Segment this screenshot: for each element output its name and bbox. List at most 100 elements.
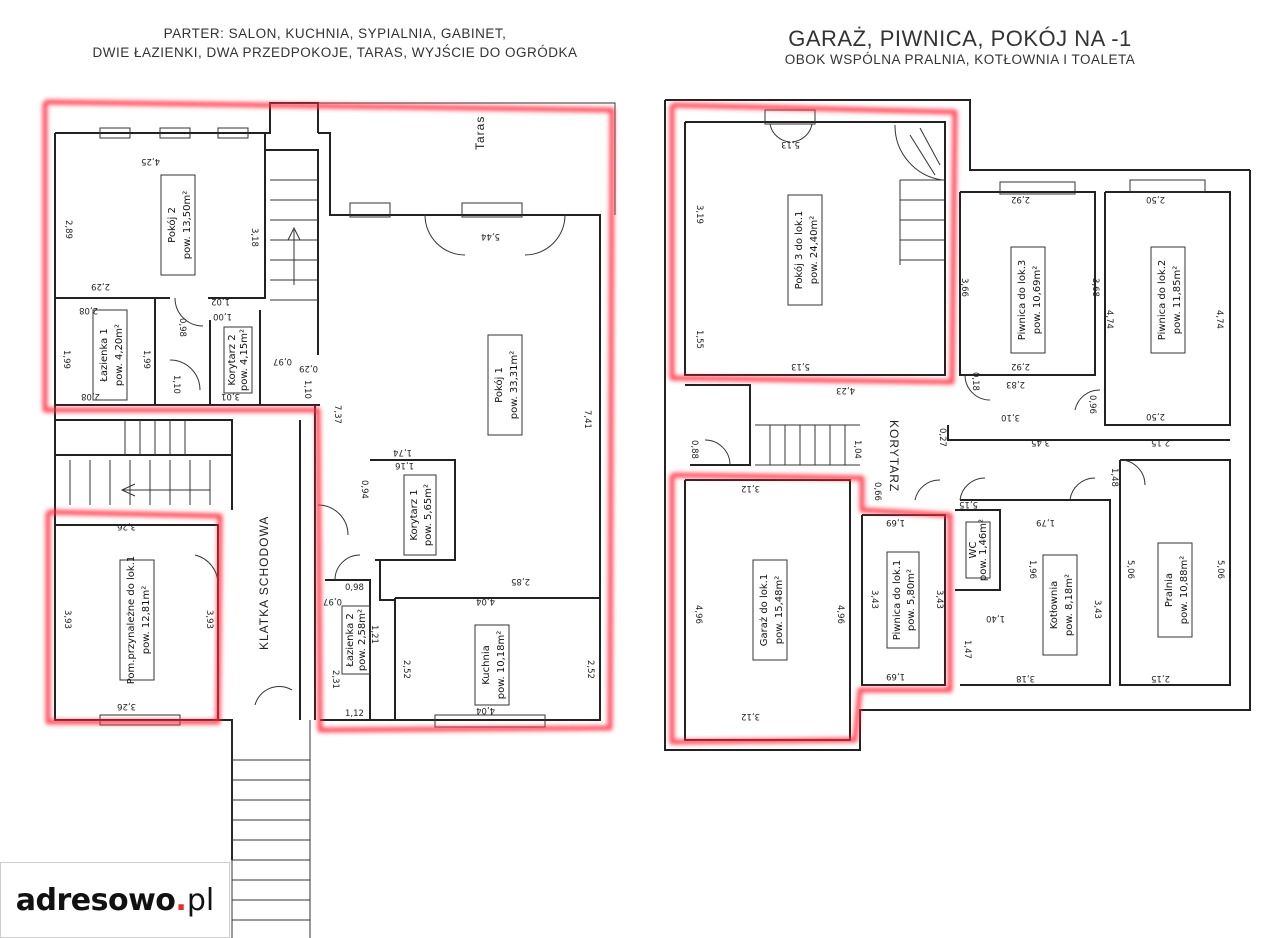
left-outer-wall-west bbox=[54, 133, 233, 860]
room-area: pow. 1,46m² bbox=[978, 519, 989, 581]
svg-text:1,00: 1,00 bbox=[213, 311, 232, 321]
svg-text:0,98: 0,98 bbox=[345, 583, 364, 593]
terrace-label: Taras bbox=[473, 116, 487, 150]
window bbox=[1129, 179, 1206, 193]
svg-text:3,18: 3,18 bbox=[249, 228, 259, 247]
door-swing bbox=[959, 477, 986, 501]
room-name: Pokój 1 bbox=[493, 367, 505, 403]
wall bbox=[684, 121, 946, 376]
room-area: pow. 8,18m² bbox=[1064, 574, 1075, 636]
svg-text:1,96: 1,96 bbox=[1027, 560, 1037, 579]
spiral-stairs bbox=[894, 124, 945, 265]
door-swing bbox=[317, 504, 349, 536]
right-outer-wall-north bbox=[665, 99, 1250, 171]
right-plan-title: GARAŻ, PIWNICA, POKÓJ NA -1 bbox=[788, 26, 1132, 51]
wall bbox=[947, 425, 1230, 441]
svg-text:4,23: 4,23 bbox=[836, 385, 855, 395]
door-swing bbox=[1074, 389, 1101, 411]
highlight-garage-storage bbox=[669, 472, 953, 745]
room-name: Pralnia bbox=[1164, 573, 1175, 607]
room-area: pow. 2,58m² bbox=[357, 609, 368, 671]
svg-text:2,08: 2,08 bbox=[81, 391, 100, 401]
room-piwnica-2: Piwnica do lok.2 pow. 11,85m² bbox=[1150, 246, 1186, 354]
room-lazienka-1: Łazienka 1 pow. 4,20m² bbox=[92, 309, 128, 401]
highlight-pokoj-3 bbox=[669, 102, 958, 385]
room-area: pow. 12,81m² bbox=[141, 586, 152, 654]
svg-text:5,06: 5,06 bbox=[1215, 560, 1225, 579]
wall bbox=[265, 149, 319, 355]
door-swing bbox=[964, 374, 991, 401]
door-swing bbox=[169, 359, 201, 391]
room-name: Łazienka 2 bbox=[345, 613, 356, 668]
entry-stairs bbox=[231, 686, 311, 938]
room-area: pow. 4,20m² bbox=[114, 324, 125, 386]
svg-text:3,66: 3,66 bbox=[959, 278, 969, 297]
svg-text:1,12: 1,12 bbox=[345, 709, 364, 719]
svg-text:5,13: 5,13 bbox=[791, 361, 810, 371]
room-area: pow. 5,65m² bbox=[423, 484, 434, 546]
highlight-ground-main bbox=[42, 99, 615, 733]
svg-text:0,66: 0,66 bbox=[872, 482, 882, 501]
svg-text:4,74: 4,74 bbox=[1214, 310, 1224, 329]
svg-text:3,26: 3,26 bbox=[117, 521, 136, 531]
door-swing bbox=[769, 123, 813, 143]
svg-text:2,92: 2,92 bbox=[1011, 361, 1030, 371]
svg-text:1,79: 1,79 bbox=[1036, 517, 1055, 527]
corridor-label: KORYTARZ bbox=[887, 420, 901, 492]
left-title-line1: PARTER: SALON, KUCHNIA, SYPIALNIA, GABIN… bbox=[163, 26, 507, 41]
svg-text:2,83: 2,83 bbox=[1006, 379, 1025, 389]
svg-text:1,99: 1,99 bbox=[141, 350, 151, 369]
svg-text:4,04: 4,04 bbox=[476, 596, 495, 606]
adresowo-logo[interactable]: adresowo.pl bbox=[0, 862, 230, 938]
highlight-ground-storage bbox=[45, 509, 223, 725]
door-swing bbox=[1119, 459, 1146, 486]
logo-text-main: adresowo bbox=[15, 882, 176, 918]
svg-text:1,16: 1,16 bbox=[395, 460, 414, 470]
svg-text:2,29: 2,29 bbox=[91, 281, 110, 291]
svg-text:2,15: 2,15 bbox=[1151, 437, 1170, 447]
room-pralnia: Pralnia pow. 10,88m² bbox=[1157, 542, 1193, 638]
svg-text:3,26: 3,26 bbox=[117, 701, 136, 711]
svg-text:0,27: 0,27 bbox=[937, 428, 947, 447]
svg-text:3,43: 3,43 bbox=[1092, 600, 1102, 619]
svg-text:3,68: 3,68 bbox=[1090, 278, 1100, 297]
left-dimensions: 4,25 2,89 3,18 2,29 1,02 1,00 2,08 1,99 … bbox=[61, 156, 595, 719]
room-piwnica-1: Piwnica do lok.1 pow. 5,80m² bbox=[886, 551, 920, 649]
svg-text:2,31: 2,31 bbox=[330, 670, 340, 689]
wall bbox=[685, 384, 751, 466]
svg-text:4,25: 4,25 bbox=[141, 156, 160, 166]
right-plan: KORYTARZ Pokój 3 do lok.1 pow. 24,40m² P… bbox=[664, 99, 1251, 751]
svg-text:3,43: 3,43 bbox=[869, 590, 879, 609]
room-name: Pom.przynależne do lok.1 bbox=[126, 556, 137, 685]
wall bbox=[959, 191, 1096, 376]
wall bbox=[370, 459, 456, 561]
room-area: pow. 33,31m² bbox=[509, 351, 520, 419]
room-area: pow. 11,85m² bbox=[1172, 266, 1183, 334]
svg-text:3,12: 3,12 bbox=[741, 483, 760, 493]
svg-text:1,40: 1,40 bbox=[986, 613, 1005, 623]
room-kuchnia: Kuchnia pow. 10,18m² bbox=[474, 624, 510, 706]
room-pokoj-3: Pokój 3 do lok.1 pow. 24,40m² bbox=[787, 194, 823, 306]
room-area: pow. 10,18m² bbox=[496, 631, 507, 699]
svg-text:1,04: 1,04 bbox=[852, 440, 862, 459]
svg-text:3,12: 3,12 bbox=[741, 711, 760, 721]
stairs-upper bbox=[270, 179, 318, 301]
terrace-outline bbox=[275, 102, 616, 215]
svg-text:2,52: 2,52 bbox=[401, 660, 411, 679]
svg-text:3,93: 3,93 bbox=[62, 610, 72, 629]
room-name: Łazienka 1 bbox=[99, 328, 110, 383]
window bbox=[99, 127, 131, 139]
room-garaz: Garaż do lok.1 pow. 15,48m² bbox=[752, 559, 788, 661]
svg-text:1,02: 1,02 bbox=[211, 296, 230, 306]
door-swing bbox=[524, 214, 566, 256]
room-name: WC bbox=[968, 542, 979, 559]
logo-dot: . bbox=[175, 882, 187, 918]
room-name: Garaż do lok.1 bbox=[759, 574, 770, 646]
svg-text:4,96: 4,96 bbox=[835, 605, 845, 624]
svg-text:2,92: 2,92 bbox=[1011, 194, 1030, 204]
svg-text:2,85: 2,85 bbox=[511, 576, 530, 586]
svg-text:1,10: 1,10 bbox=[302, 380, 312, 399]
svg-text:2,08: 2,08 bbox=[79, 305, 98, 315]
logo-text-tld: pl bbox=[186, 882, 215, 918]
left-outer-wall-east bbox=[318, 132, 601, 721]
